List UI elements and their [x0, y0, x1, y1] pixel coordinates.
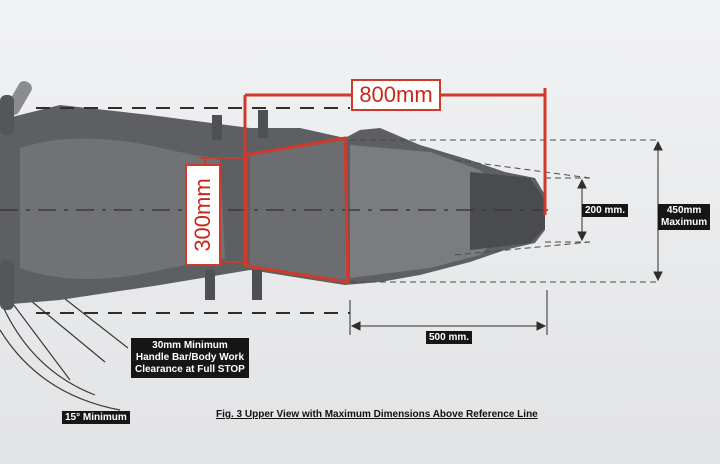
clearance-note: 30mm Minimum Handle Bar/Body Work Cleara…	[131, 338, 249, 378]
motorcycle-body	[0, 81, 545, 310]
reference-lines	[0, 107, 548, 314]
height-200mm-label: 200 mm.	[582, 204, 629, 217]
length-500mm-label: 500 mm.	[426, 331, 473, 344]
figure-caption: Fig. 3 Upper View with Maximum Dimension…	[216, 409, 538, 420]
height-450mm-label: 450mm Maximum	[658, 204, 711, 230]
handlebar-arcs	[0, 294, 129, 411]
width-800mm-label: 800mm	[351, 79, 441, 111]
outer-reference-lines	[350, 139, 660, 283]
width-300mm-label: 300mm	[185, 164, 221, 266]
angle-note: 15° Minimum	[62, 411, 130, 424]
width-300mm-text: 300mm	[190, 178, 215, 252]
